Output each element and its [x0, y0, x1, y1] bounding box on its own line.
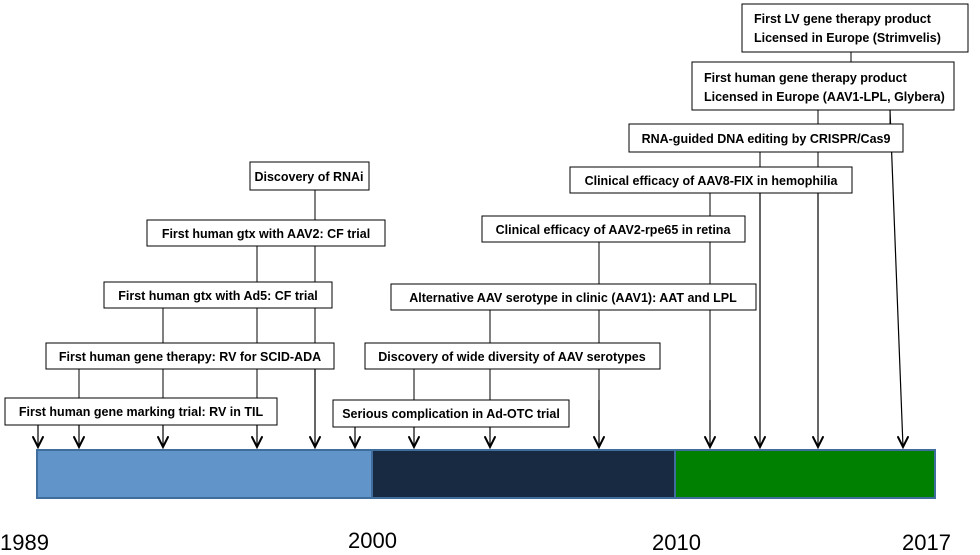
timeline-segment-1989-2000	[36, 449, 373, 499]
event-label: First human gtx with Ad5: CF trial	[118, 289, 318, 303]
event-label: Discovery of RNAi	[254, 170, 363, 184]
timeline-segment-2010-2017	[674, 449, 936, 499]
year-label-2010: 2010	[652, 530, 701, 555]
event-label: First human gene therapy: RV for SCID-AD…	[59, 350, 321, 364]
event-e2: First human gene therapy: RV for SCID-AD…	[45, 342, 335, 370]
event-label: First human gtx with AAV2: CF trial	[162, 227, 370, 241]
event-label-line1: First LV gene therapy product	[754, 12, 932, 26]
event-e11: RNA-guided DNA editing by CRISPR/Cas9	[628, 123, 904, 153]
event-e5: Discovery of RNAi	[249, 161, 370, 191]
arrow-gene-marking-trial	[32, 425, 44, 450]
event-label: Discovery of wide diversity of AAV serot…	[378, 350, 645, 364]
event-e4: First human gtx with AAV2: CF trial	[146, 219, 386, 247]
arrow-crispr	[754, 167, 766, 450]
event-label: Alternative AAV serotype in clinic (AAV1…	[409, 291, 737, 305]
event-e3: First human gtx with Ad5: CF trial	[103, 281, 333, 309]
timeline-segment-2000-2010	[371, 449, 676, 499]
event-label: Clinical efficacy of AAV8-FIX in hemophi…	[585, 174, 839, 188]
event-label: Clinical efficacy of AAV2-rpe65 in retin…	[496, 223, 732, 237]
event-label-line2: Licensed in Europe (Strimvelis)	[754, 31, 941, 45]
event-label: First human gene marking trial: RV in TI…	[19, 405, 264, 419]
year-label-1989: 1989	[0, 530, 49, 555]
event-e10: Clinical efficacy of AAV8-FIX in hemophi…	[569, 166, 853, 194]
event-e7: Discovery of wide diversity of AAV serot…	[364, 342, 661, 370]
event-e12: First human gene therapy product License…	[691, 61, 955, 111]
event-e6: Serious complication in Ad-OTC trial	[332, 399, 570, 428]
year-label-2000: 2000	[348, 528, 397, 553]
timeline-arrows	[32, 109, 909, 450]
event-e8: Alternative AAV serotype in clinic (AAV1…	[390, 283, 757, 311]
arrow-strimvelis	[889, 109, 909, 450]
arrow-aav2-rpe65	[593, 400, 605, 450]
arrow-aav8-fix	[704, 400, 716, 450]
event-e9: Clinical efficacy of AAV2-rpe65 in retin…	[481, 215, 746, 243]
arrow-ad-otc	[349, 427, 361, 450]
year-label-2017: 2017	[902, 530, 951, 555]
event-label-line2: Licensed in Europe (AAV1-LPL, Glybera)	[704, 90, 945, 104]
event-label: RNA-guided DNA editing by CRISPR/Cas9	[642, 132, 891, 146]
event-e13: First LV gene therapy product Licensed i…	[741, 3, 969, 53]
event-label: Serious complication in Ad-OTC trial	[342, 407, 560, 421]
event-label-line1: First human gene therapy product	[704, 71, 908, 85]
arrow-glybera	[812, 167, 824, 450]
event-e1: First human gene marking trial: RV in TI…	[4, 397, 278, 426]
